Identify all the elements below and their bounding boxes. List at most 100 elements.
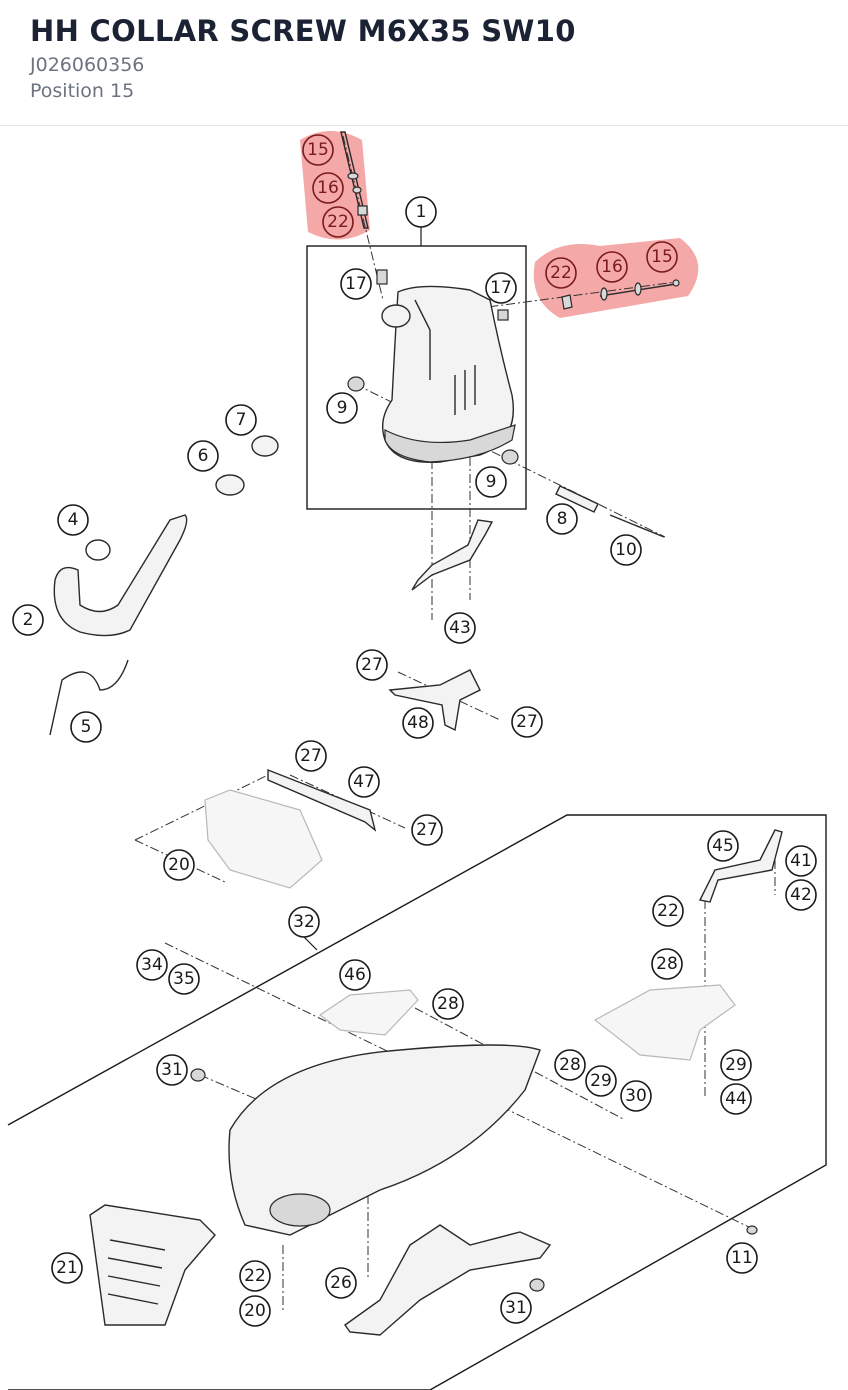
- callout-30[interactable]: 30: [620, 1080, 652, 1112]
- part-lower-cover: [344, 1224, 552, 1336]
- callout-7[interactable]: 7: [225, 404, 257, 436]
- callout-circle: [168, 963, 200, 995]
- part-rubber-9-left: [347, 376, 365, 392]
- part-rubber-31-left: [190, 1068, 206, 1082]
- callout-label: 9: [486, 472, 497, 492]
- callout-41[interactable]: 41: [785, 845, 817, 877]
- callout-35[interactable]: 35: [168, 963, 200, 995]
- callout-28[interactable]: 28: [432, 988, 464, 1020]
- part-sleeve-8: [555, 485, 599, 513]
- callout-label: 48: [407, 713, 429, 733]
- part-lambda-sensor-5: [49, 659, 129, 736]
- part-clamp-6: [215, 474, 245, 496]
- callout-circle: [405, 196, 437, 228]
- callout-circle: [288, 906, 320, 938]
- callout-circle: [402, 707, 434, 739]
- callout-17[interactable]: 17: [485, 272, 517, 304]
- callout-27[interactable]: 27: [511, 706, 543, 738]
- callout-28[interactable]: 28: [554, 1049, 586, 1081]
- part-bracket-48: [388, 669, 481, 732]
- part-holder-45: [698, 829, 783, 903]
- callout-circle: [225, 404, 257, 436]
- callout-16[interactable]: 16: [596, 251, 628, 283]
- callout-label: 27: [361, 655, 383, 675]
- part-trim-21-slats: [107, 1239, 166, 1305]
- callout-21[interactable]: 21: [51, 1252, 83, 1284]
- callout-label: 28: [437, 994, 459, 1014]
- callout-circle: [163, 849, 195, 881]
- callout-label: 27: [300, 746, 322, 766]
- callout-2[interactable]: 2: [12, 604, 44, 636]
- callout-10[interactable]: 10: [610, 534, 642, 566]
- callout-label: 44: [725, 1089, 747, 1109]
- callout-22[interactable]: 22: [239, 1260, 271, 1292]
- callout-circle: [511, 706, 543, 738]
- callout-46[interactable]: 46: [339, 959, 371, 991]
- part-trim-21: [89, 1204, 216, 1326]
- callout-15[interactable]: 15: [302, 134, 334, 166]
- callout-44[interactable]: 44: [720, 1083, 752, 1115]
- callout-47[interactable]: 47: [348, 766, 380, 798]
- callout-31[interactable]: 31: [500, 1292, 532, 1324]
- callout-label: 26: [330, 1273, 352, 1293]
- callout-label: 22: [657, 901, 679, 921]
- callout-6[interactable]: 6: [187, 440, 219, 472]
- callout-43[interactable]: 43: [444, 612, 476, 644]
- callout-circle: [302, 134, 334, 166]
- callout-29[interactable]: 29: [585, 1065, 617, 1097]
- callout-20[interactable]: 20: [163, 849, 195, 881]
- callout-label: 35: [173, 969, 195, 989]
- callout-22[interactable]: 22: [652, 895, 684, 927]
- callout-9[interactable]: 9: [326, 392, 358, 424]
- callout-22[interactable]: 22: [545, 257, 577, 289]
- callout-27[interactable]: 27: [295, 740, 327, 772]
- callout-8[interactable]: 8: [546, 503, 578, 535]
- callout-27[interactable]: 27: [411, 814, 443, 846]
- callout-label: 28: [656, 954, 678, 974]
- callout-circle: [356, 649, 388, 681]
- callout-17[interactable]: 17: [340, 268, 372, 300]
- callout-circle: [646, 241, 678, 273]
- callout-34[interactable]: 34: [136, 949, 168, 981]
- callout-circle: [339, 959, 371, 991]
- part-grommet-17-right: [497, 309, 509, 321]
- callout-5[interactable]: 5: [70, 711, 102, 743]
- callout-9[interactable]: 9: [475, 466, 507, 498]
- part-grommet-17-left: [376, 269, 388, 285]
- callout-circle: [596, 251, 628, 283]
- callout-31[interactable]: 31: [156, 1054, 188, 1086]
- callout-27[interactable]: 27: [356, 649, 388, 681]
- part-nut-11: [746, 1225, 758, 1235]
- part-title: HH COLLAR SCREW M6X35 SW10: [30, 14, 576, 48]
- callout-label: 16: [317, 178, 339, 198]
- part-heat-shield-ghost: [593, 984, 736, 1061]
- callout-label: 32: [293, 912, 315, 932]
- callout-32[interactable]: 32: [288, 906, 320, 938]
- callout-29[interactable]: 29: [720, 1049, 752, 1081]
- callout-26[interactable]: 26: [325, 1267, 357, 1299]
- callout-20[interactable]: 20: [239, 1295, 271, 1327]
- callout-16[interactable]: 16: [312, 172, 344, 204]
- callout-22[interactable]: 22: [322, 206, 354, 238]
- callout-15[interactable]: 15: [646, 241, 678, 273]
- callout-circle: [546, 503, 578, 535]
- callout-label: 1: [416, 202, 427, 222]
- callout-label: 22: [244, 1266, 266, 1286]
- part-cover-46: [318, 989, 419, 1036]
- callout-48[interactable]: 48: [402, 707, 434, 739]
- part-clamp-ring-7: [251, 435, 279, 457]
- callout-11[interactable]: 11: [726, 1242, 758, 1274]
- callout-label: 28: [559, 1055, 581, 1075]
- highlight-zones: [300, 131, 699, 318]
- callout-circle: [610, 534, 642, 566]
- callout-circle: [785, 879, 817, 911]
- callout-label: 4: [68, 510, 79, 530]
- callout-45[interactable]: 45: [707, 830, 739, 862]
- callout-4[interactable]: 4: [57, 504, 89, 536]
- callout-circle: [239, 1260, 271, 1292]
- callout-42[interactable]: 42: [785, 879, 817, 911]
- callout-1[interactable]: 1: [405, 196, 437, 228]
- callout-28[interactable]: 28: [651, 948, 683, 980]
- callout-label: 31: [161, 1060, 183, 1080]
